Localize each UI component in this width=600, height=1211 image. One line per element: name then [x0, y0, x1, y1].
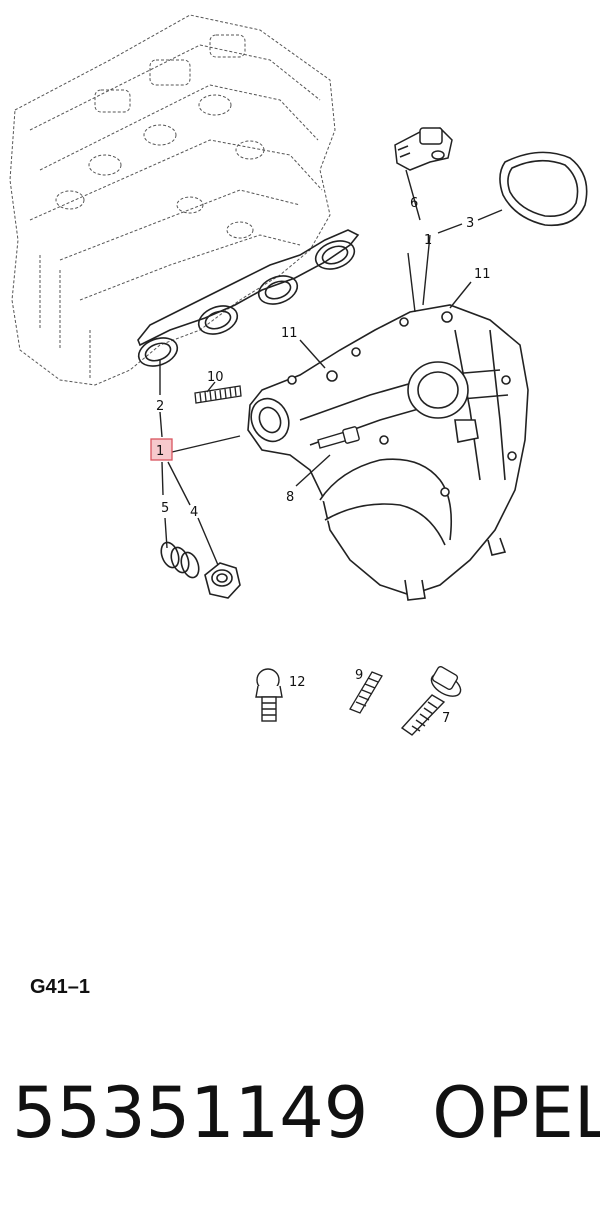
callout-10: 10: [207, 370, 224, 385]
callout-7: 7: [442, 711, 450, 726]
manifold-bolt: [317, 426, 360, 449]
intake-manifold: [247, 304, 529, 601]
leader-lines: [159, 169, 503, 566]
o-rings: [160, 541, 200, 579]
callout-3: 3: [466, 216, 474, 231]
highlight-box: [150, 438, 173, 461]
throttle-body-gasket: [499, 151, 588, 227]
callout-11-top: 11: [474, 267, 491, 282]
callout-5: 5: [161, 501, 169, 516]
callout-11-left: 11: [281, 326, 298, 341]
callout-2: 2: [156, 399, 164, 414]
engine-block-outline: [9, 14, 336, 386]
callout-9: 9: [355, 668, 363, 683]
part-number-line: 55351149 OPEL: [12, 1072, 600, 1154]
threaded-stud-9: [349, 671, 383, 714]
diagram-caption: G41–1: [30, 976, 91, 998]
map-sensor: [394, 127, 453, 171]
callout-1-highlighted: 1: [156, 444, 164, 459]
stud-10: [194, 385, 242, 404]
part-number: 55351149: [12, 1072, 369, 1154]
callout-12: 12: [289, 675, 306, 690]
intake-gasket: [137, 229, 360, 367]
callout-6: 6: [410, 196, 418, 211]
callout-8: 8: [286, 490, 294, 505]
callout-1-manifold: 1: [424, 233, 432, 248]
callout-4: 4: [190, 505, 198, 520]
flanged-bolt-7: [400, 665, 462, 736]
exploded-parts-diagram: 1 2 3 4 5 6 7 8 9 10 11 11 12 1: [9, 14, 588, 736]
brand-name: OPEL: [432, 1072, 600, 1154]
nut: [204, 562, 241, 599]
ball-stud-12: [255, 668, 283, 722]
